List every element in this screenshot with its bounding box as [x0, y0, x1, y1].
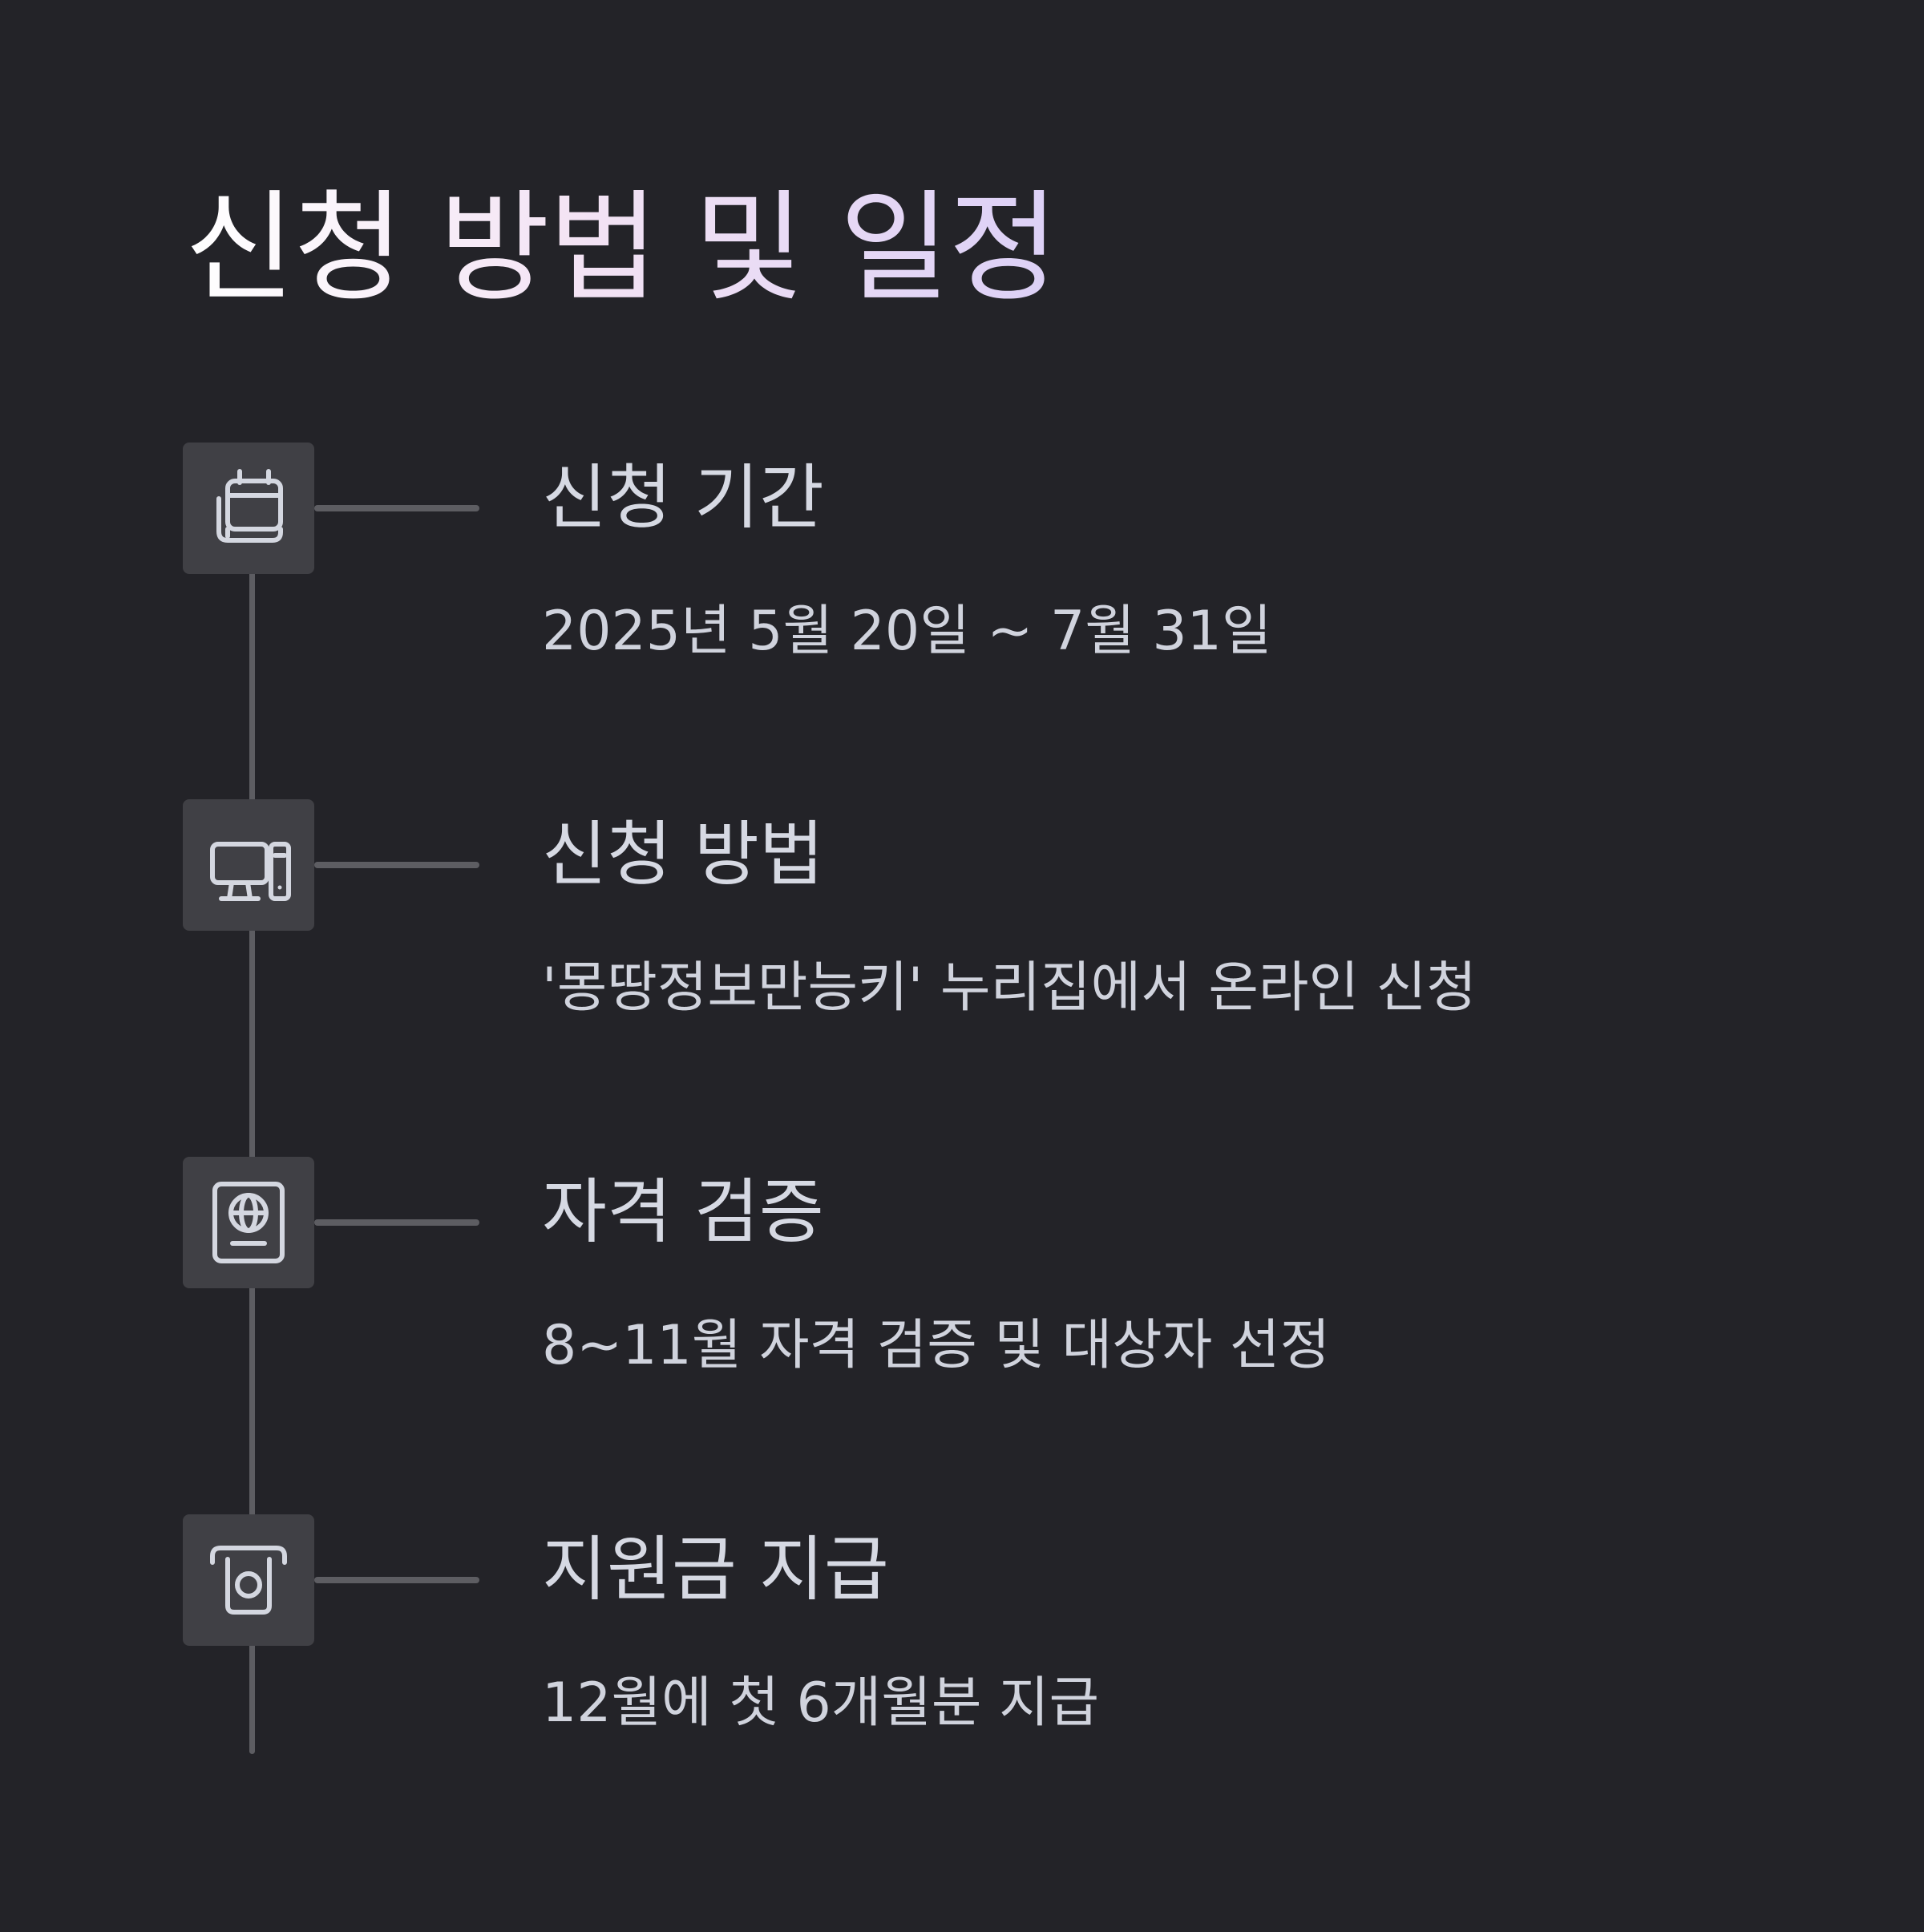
calendar-icon [183, 443, 314, 574]
page-title: 신청 방법 및 일정 [184, 172, 1059, 325]
step-connector [314, 1577, 479, 1583]
step-connector [314, 505, 479, 511]
step-heading: 신청 방법 [542, 813, 824, 895]
payment-scan-icon [183, 1514, 314, 1646]
step-heading: 신청 기간 [542, 456, 824, 539]
step-description: '몽땅정보만능키' 누리집에서 온라인 신청 [542, 956, 1477, 1020]
step-description: 12월에 첫 6개월분 지급 [542, 1671, 1100, 1735]
step-connector [314, 862, 479, 868]
timeline-step-subsidy-payment: 지원금 지급 12월에 첫 6개월분 지급 [0, 1514, 1924, 1779]
timeline-step-application-method: 신청 방법 '몽땅정보만능키' 누리집에서 온라인 신청 [0, 799, 1924, 1064]
timeline-step-eligibility-check: 자격 검증 8~11월 자격 검증 및 대상자 선정 [0, 1157, 1924, 1421]
step-description: 8~11월 자격 검증 및 대상자 선정 [542, 1314, 1331, 1377]
step-heading: 지원금 지급 [542, 1528, 889, 1611]
step-description: 2025년 5월 20일 ~ 7월 31일 [542, 600, 1272, 663]
step-connector [314, 1219, 479, 1226]
step-heading: 자격 검증 [542, 1170, 824, 1253]
desktop-computer-icon [183, 799, 314, 931]
passport-icon [183, 1157, 314, 1288]
timeline-step-application-period: 신청 기간 2025년 5월 20일 ~ 7월 31일 [0, 443, 1924, 707]
